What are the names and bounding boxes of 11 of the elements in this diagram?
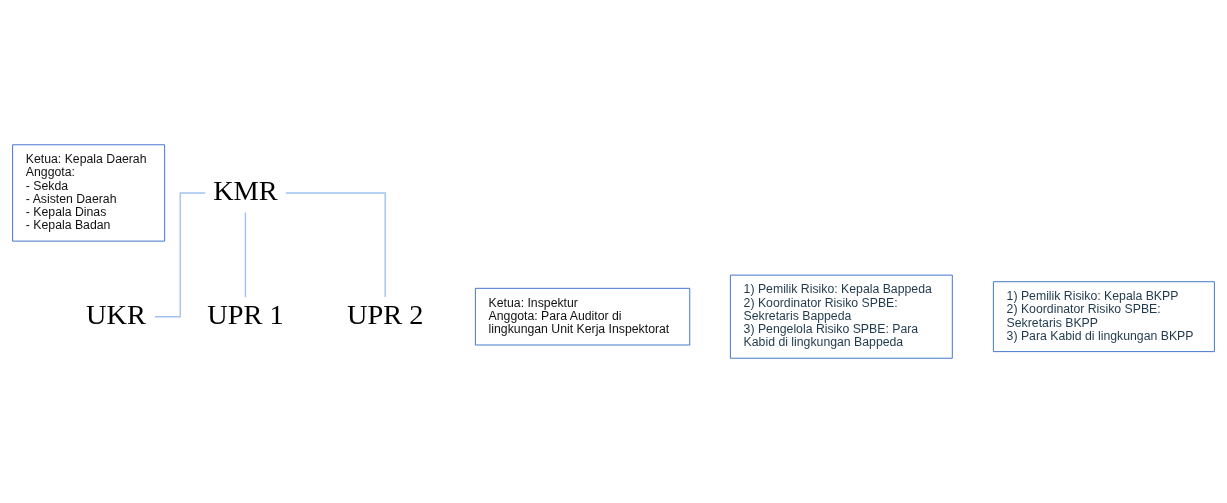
node-text: UPR 2 bbox=[347, 298, 424, 330]
connector bbox=[154, 192, 206, 318]
node-text: UKR bbox=[86, 298, 146, 330]
node-box: 1) Pemilik Risiko: Kepala BKPP 2) Koordinator Risiko SPBE: Sekretaris BKPP 3) Para Kabid di lingkungan BKPP bbox=[992, 281, 1215, 353]
connector bbox=[285, 192, 386, 298]
connector bbox=[244, 211, 247, 298]
node-box: 1) Pemilik Risiko: Kepala Bappeda 2) Koordinator Risiko SPBE: Sekretaris Bappeda 3) Pengelola Risiko SPBE: Para Kabid di lingkungan Bappeda bbox=[729, 274, 953, 359]
node-box: Ketua: Kepala Daerah Anggota: - Sekda - Asisten Daerah - Kepala Dinas - Kepala Badan bbox=[12, 144, 166, 242]
node-text: UPR 1 bbox=[207, 298, 284, 330]
node-box: Ketua: Inspektur Anggota: Para Auditor di lingkungan Unit Kerja Inspektorat bbox=[474, 287, 691, 346]
node-text: KMR bbox=[213, 175, 278, 207]
